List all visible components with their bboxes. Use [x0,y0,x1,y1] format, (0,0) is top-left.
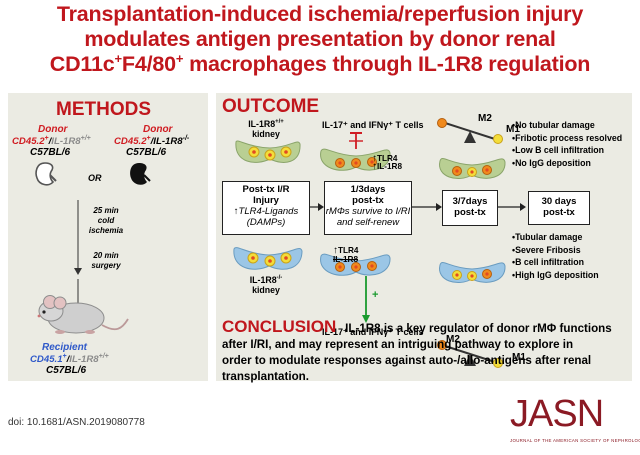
kidney-3d-top-icon [439,158,506,179]
ko-kidney-icon [130,163,151,185]
donor1-genotype: CD45.2+/IL-1R8+/+ [12,135,91,148]
m1-label-bottom: M1 [512,352,526,363]
jasn-logo: JASN [510,393,604,435]
box-3-7-days: 3/7days post-tx [442,190,498,226]
methods-panel: METHODS Donor CD45.2+/IL-1R8+/+ C57BL/6 … [8,93,208,381]
kidney-3d-bottom-icon [439,262,506,283]
or-label: OR [88,173,102,183]
outcome-panel: OUTCOME IL-1R8+/+kidney IL-1R8-/-kidney … [216,93,632,381]
conclusion-line-3: order to modulate responses against auto… [222,354,592,367]
tlr4-il1r8-up-labels: ↑TLR4 ↑IL-1R8 [372,153,403,172]
donor2-strain: C57BL/6 [126,147,167,158]
tcells-bottom-label: IL-17⁺ and IFNγ⁺ T cells [322,327,424,337]
conclusion-line-1: IL-1R8 is a key regulator of donor rMΦ f… [345,322,612,335]
bullets-top: •No tubular damage •Fribotic process res… [512,120,623,168]
macrophage-green-icon [320,132,391,171]
balance-scale-top-icon [437,118,503,144]
m1-label-top: M1 [506,124,520,135]
mouse-icon [37,295,129,334]
title-line-1: Transplantation-induced ischemia/reperfu… [56,2,584,26]
plus-sign: + [372,289,379,301]
m2-label-bottom: M2 [446,334,460,345]
recipient-strain: C57BL/6 [46,365,87,376]
box-post-tx-injury: Post-tx I/R Injury ↑TLR4-Ligands (DAMPs) [222,181,310,235]
jasn-subtitle: JOURNAL OF THE AMERICAN SOCIETY OF NEPHR… [510,438,640,443]
main-title: Transplantation-induced ischemia/reperfu… [0,2,640,77]
outcome-header: OUTCOME [222,96,320,117]
balance-scale-bottom-icon [437,340,503,368]
title-line-2: modulates antigen presentation by donor … [84,27,556,51]
conclusion: CONCLUSION IL-1R8 is a key regulator of … [222,317,630,385]
recipient-label: Recipient [42,342,88,353]
donor2-genotype: CD45.2+/IL-1R8-/- [114,135,190,148]
bullets-bottom: •Tubular damage •Severe Fribosis •B cell… [512,232,599,280]
box-30-days: 30 days post-tx [528,191,590,225]
doi-text: doi: 10.1681/ASN.2019080778 [8,417,145,428]
ko-kidney-label: IL-1R8-/-kidney [249,274,283,295]
outcome-graphics [233,118,526,368]
donor2-label: Donor [143,124,173,135]
box-1-3-days: 1/3days post-tx rMΦs survive to I/RI and… [324,181,412,235]
donor1-label: Donor [38,124,68,135]
wt-kidney-icon [35,162,57,186]
methods-header: METHODS [56,99,151,120]
ko-kidney-tissue [233,247,303,270]
conclusion-header: CONCLUSION [222,317,337,336]
title-line-3: CD11c+F4/80+ macrophages through IL-1R8 … [49,50,591,76]
wt-kidney-tissue [235,140,301,163]
methods-graphics [35,162,151,334]
donor1-strain: C57BL/6 [30,147,71,158]
wt-kidney-label: IL-1R8+/+kidney [248,118,284,139]
conclusion-line-2: after I/RI, and may represent an intrigu… [222,338,574,351]
m2-label-top: M2 [478,113,492,124]
tlr4-il1r8-down-labels: ↑TLR4 IL-1R8 [333,245,359,265]
recipient-genotype: CD45.1+/IL-1R8+/+ [30,353,109,366]
tcells-top-label: IL-17⁺ and IFNγ⁺ T cells [322,120,424,130]
macrophage-blue-icon [320,253,391,323]
conclusion-line-4: transplantation. [222,370,309,383]
